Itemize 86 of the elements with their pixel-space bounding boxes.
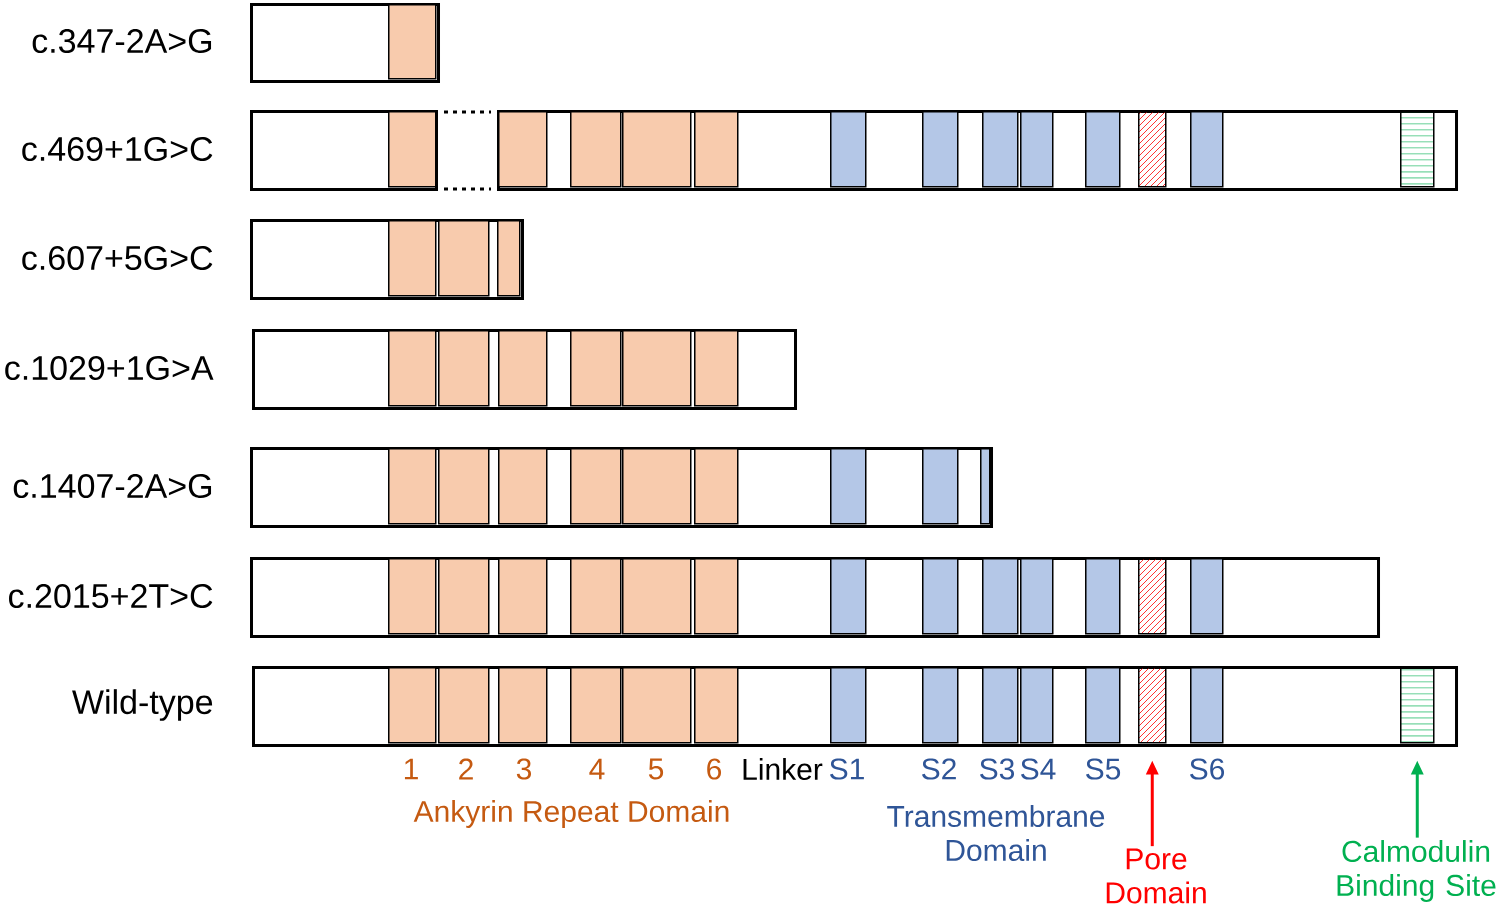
transmembrane-segment: [922, 111, 959, 188]
ankyrin-repeat-segment: [497, 220, 521, 297]
ankyrin-repeat-segment: [498, 667, 548, 744]
ankyrin-repeat-segment: [438, 558, 490, 635]
repeat-number: 5: [648, 758, 664, 780]
segment-label: S5: [1086, 758, 1121, 780]
domain-label: Transmembrane Domain: [887, 805, 1105, 861]
repeat-number: 2: [459, 758, 473, 780]
ankyrin-repeat-segment: [694, 330, 739, 407]
ankyrin-repeat-segment: [498, 448, 548, 525]
ankyrin-repeat-segment: [388, 4, 437, 80]
ankyrin-repeat-segment: [498, 330, 548, 407]
segment-label: S2: [922, 758, 956, 780]
ankyrin-repeat-segment: [622, 558, 692, 635]
ankyrin-repeat-segment: [570, 667, 622, 744]
ankyrin-repeat-segment: [388, 220, 437, 297]
transmembrane-segment: [1190, 667, 1224, 744]
domain-label: Ankyrin Repeat Domain: [413, 800, 729, 828]
segment-label: S4: [1021, 758, 1056, 780]
ankyrin-repeat-segment: [622, 330, 692, 407]
ankyrin-repeat-segment: [388, 667, 437, 744]
domain-label: Pore Domain: [1106, 848, 1206, 904]
transmembrane-segment: [830, 558, 867, 635]
ankyrin-repeat-segment: [388, 558, 437, 635]
ankyrin-repeat-segment: [388, 330, 437, 407]
transmembrane-segment: [982, 558, 1019, 635]
transmembrane-segment: [830, 111, 867, 188]
ankyrin-repeat-segment: [694, 667, 739, 744]
variant-label: c.347-2A>G: [32, 28, 212, 54]
variant-label: c.1407-2A>G: [13, 473, 212, 499]
repeat-number: 4: [589, 758, 605, 780]
domain-label: Calmodulin Binding Site: [1337, 840, 1496, 902]
transmembrane-segment: [982, 111, 1019, 188]
ankyrin-repeat-segment: [438, 667, 490, 744]
dotted-line: [444, 110, 491, 114]
ankyrin-repeat-segment: [498, 558, 548, 635]
binding-site-segment: [1400, 111, 1435, 188]
segment-label: S3: [980, 758, 1015, 780]
transmembrane-segment: [922, 667, 959, 744]
ankyrin-repeat-segment: [438, 330, 490, 407]
variant-label: Wild-type: [72, 689, 213, 721]
variant-label: c.469+1G>C: [22, 136, 213, 162]
ankyrin-repeat-segment: [570, 111, 622, 188]
ankyrin-repeat-segment: [570, 558, 622, 635]
transmembrane-segment: [830, 448, 867, 525]
ankyrin-repeat-segment: [438, 220, 490, 297]
region-label: Linker: [743, 758, 823, 780]
transmembrane-segment: [830, 667, 867, 744]
repeat-number: 3: [516, 758, 532, 780]
ankyrin-repeat-segment: [622, 111, 692, 188]
variant-label: c.607+5G>C: [22, 245, 213, 271]
transmembrane-segment: [1020, 667, 1054, 744]
pore-segment: [1138, 667, 1167, 744]
binding-site-segment: [1400, 667, 1435, 744]
transmembrane-segment: [1085, 558, 1121, 635]
ankyrin-repeat-segment: [694, 111, 739, 188]
transmembrane-segment: [1020, 558, 1054, 635]
transmembrane-segment: [1085, 667, 1121, 744]
transmembrane-segment: [1190, 111, 1224, 188]
ankyrin-repeat-segment: [622, 667, 692, 744]
variant-label: c.1029+1G>A: [5, 355, 214, 381]
ankyrin-repeat-segment: [570, 448, 622, 525]
dotted-line: [444, 187, 491, 191]
transmembrane-segment: [1085, 111, 1121, 188]
transmembrane-segment: [982, 667, 1019, 744]
segment-label: S1: [830, 758, 864, 780]
ankyrin-repeat-segment: [570, 330, 622, 407]
ankyrin-repeat-segment: [622, 448, 692, 525]
repeat-number: 6: [707, 758, 722, 780]
protein-bar: [497, 110, 1458, 191]
ankyrin-repeat-segment: [388, 448, 437, 525]
ankyrin-repeat-segment: [388, 111, 437, 188]
ankyrin-repeat-segment: [694, 448, 739, 525]
pore-segment: [1138, 111, 1167, 188]
segment-label: S6: [1190, 758, 1225, 780]
ankyrin-repeat-segment: [498, 111, 548, 188]
transmembrane-segment: [1190, 558, 1224, 635]
transmembrane-segment: [922, 558, 959, 635]
transmembrane-segment: [922, 448, 959, 525]
transmembrane-segment: [1020, 111, 1054, 188]
repeat-number: 1: [404, 758, 418, 780]
variant-label: c.2015+2T>C: [9, 583, 213, 609]
ankyrin-repeat-segment: [438, 448, 490, 525]
pore-segment: [1138, 558, 1167, 635]
transmembrane-segment: [980, 448, 991, 525]
ankyrin-repeat-segment: [694, 558, 739, 635]
